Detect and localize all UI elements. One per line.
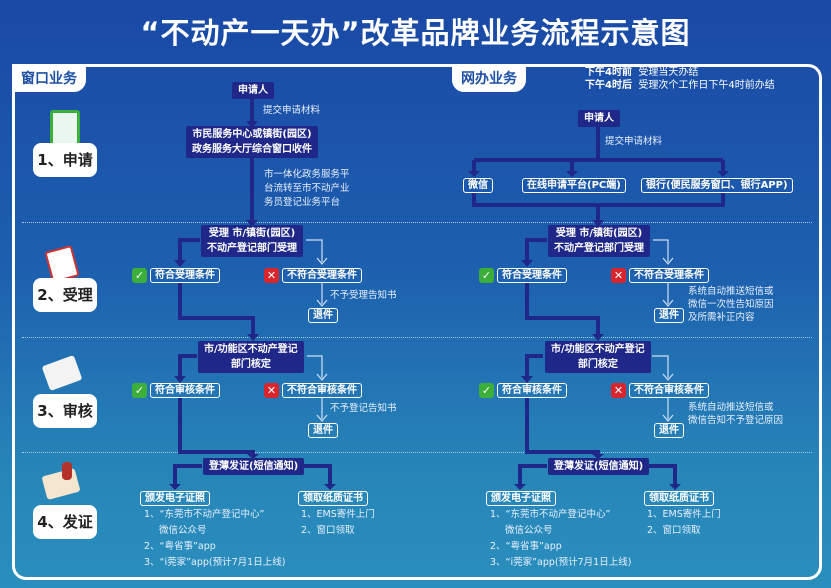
online-ecert-list: 1、“东莞市不动产登记中心” 微信公众号 2、“粤省事”app 3、“i莞家”app(… <box>490 507 631 571</box>
online-submit-label: 提交申请材料 <box>605 136 663 147</box>
divider <box>22 337 812 338</box>
line: 台流转至市不动产业 <box>264 183 350 194</box>
line: 务员登记业务平台 <box>264 197 341 208</box>
line: 及所需补正内容 <box>688 312 755 323</box>
window-paper-list: 1、EMS寄件上门 2、窗口领取 <box>301 507 375 539</box>
hours-before-text: 受理当天办结 <box>638 67 699 78</box>
channel-pc-platform: 在线申请平台(PC端) <box>522 178 626 193</box>
cross-icon: ✕ <box>264 383 279 398</box>
window-review-notice: 不予登记告知书 <box>330 403 397 414</box>
line: 市一体化政务服务平 <box>264 169 350 180</box>
line: 市/功能区不动产登记 <box>551 344 645 355</box>
window-review-box: 市/功能区不动产登记部门核定 <box>198 341 304 373</box>
hours-before-label: 下午4时前 <box>585 67 632 78</box>
tab-online-service: 网办业务 <box>452 64 526 92</box>
hours-after-text: 受理次个工作日下午4时前办结 <box>638 80 775 91</box>
list-item: 1、EMS寄件上门 <box>647 509 721 520</box>
window-ecert-list: 1、“东莞市不动产登记中心” 微信公众号 2、“粤省事”app 3、“i莞家”app(… <box>144 507 285 571</box>
window-accept-notice: 不予受理告知书 <box>330 290 397 301</box>
step-issue: 4、发证 <box>33 505 97 539</box>
list-item: 3、“i莞家”app(预计7月1日上线) <box>490 557 632 568</box>
online-issue-box: 登薄发证(短信通知) <box>548 458 650 475</box>
line: 不动产登记部门受理 <box>207 243 297 254</box>
online-accept-box: 受理 市/镇街(园区) 不动产登记部门受理 <box>548 225 650 257</box>
window-return-1: 退件 <box>308 308 338 323</box>
check-icon: ✓ <box>132 268 147 283</box>
window-service-center-box: 市民服务中心或镇街(园区) 政务服务大厅综合窗口收件 <box>186 126 318 158</box>
window-ecert: 颁发电子证照 <box>140 491 210 506</box>
online-review-box: 市/功能区不动产登记部门核定 <box>545 341 651 373</box>
line: 市/功能区不动产登记 <box>204 344 298 355</box>
online-return-1: 退件 <box>654 308 684 323</box>
line: 受理 市/镇街(园区) <box>208 228 296 239</box>
check-icon: ✓ <box>479 383 494 398</box>
line: 部门核定 <box>230 359 271 370</box>
divider <box>22 222 812 223</box>
step-apply: 1、申请 <box>33 143 97 177</box>
cross-icon: ✕ <box>611 268 626 283</box>
content-frame <box>12 64 822 580</box>
line: 受理 市/镇街(园区) <box>555 228 643 239</box>
hours-after-label: 下午4时后 <box>585 80 632 91</box>
window-paper: 领取纸质证书 <box>298 491 368 506</box>
list-item: 2、“粤省事”app <box>144 541 216 552</box>
online-return-2: 退件 <box>654 423 684 438</box>
line: 政务服务大厅综合窗口收件 <box>192 144 312 155</box>
window-return-2: 退件 <box>308 423 338 438</box>
line: 不动产登记部门受理 <box>554 243 644 254</box>
list-item: 2、窗口领取 <box>647 525 701 536</box>
online-accept-notice: 系统自动推送短信或微信一次性告知原因及所需补正内容 <box>688 285 774 324</box>
online-ecert: 颁发电子证照 <box>486 491 556 506</box>
line: 微信告知不予登记原因 <box>688 415 784 426</box>
window-review-no: 不符合审核条件 <box>282 383 362 398</box>
step-review: 3、审核 <box>33 394 97 428</box>
line: 系统自动推送短信或 <box>688 286 774 297</box>
window-submit-label: 提交申请材料 <box>263 105 321 116</box>
channel-wechat: 微信 <box>463 178 493 193</box>
online-applicant-box: 申请人 <box>578 110 620 127</box>
list-item: 1、“东莞市不动产登记中心” <box>144 509 265 520</box>
list-item: 1、“东莞市不动产登记中心” <box>490 509 611 520</box>
online-accept-ok: 符合受理条件 <box>497 268 567 283</box>
line: 市民服务中心或镇街(园区) <box>192 129 312 140</box>
check-icon: ✓ <box>479 268 494 283</box>
tab-window-service: 窗口业务 <box>12 64 86 92</box>
window-review-ok: 符合审核条件 <box>150 383 220 398</box>
window-applicant-box: 申请人 <box>232 82 274 99</box>
list-item: 1、EMS寄件上门 <box>301 509 375 520</box>
line: 部门核定 <box>577 359 618 370</box>
cross-icon: ✕ <box>611 383 626 398</box>
online-review-no: 不符合审核条件 <box>629 383 709 398</box>
cross-icon: ✕ <box>264 268 279 283</box>
window-accept-no: 不符合受理条件 <box>282 268 362 283</box>
list-item: 微信公众号 <box>159 525 207 536</box>
list-item: 3、“i莞家”app(预计7月1日上线) <box>144 557 286 568</box>
online-paper: 领取纸质证书 <box>644 491 714 506</box>
stamp-handle-icon <box>62 462 72 480</box>
window-transfer-note: 市一体化政务服务平台流转至市不动产业务员登记业务平台 <box>264 168 350 210</box>
online-review-notice: 系统自动推送短信或微信告知不予登记原因 <box>688 401 783 427</box>
list-item: 2、窗口领取 <box>301 525 355 536</box>
window-accept-box: 受理 市/镇街(园区) 不动产登记部门受理 <box>201 225 303 257</box>
list-item: 微信公众号 <box>505 525 553 536</box>
list-item: 2、“粤省事”app <box>490 541 562 552</box>
online-review-ok: 符合审核条件 <box>497 383 567 398</box>
page-title: “不动产一天办”改革品牌业务流程示意图 <box>140 16 691 50</box>
clipboard-icon <box>50 110 80 146</box>
online-accept-no: 不符合受理条件 <box>629 268 709 283</box>
online-paper-list: 1、EMS寄件上门 2、窗口领取 <box>647 507 721 539</box>
window-accept-ok: 符合受理条件 <box>150 268 220 283</box>
channel-bank: 银行(便民服务窗口、银行APP) <box>641 178 793 193</box>
step-accept: 2、受理 <box>33 278 97 312</box>
hours-note: 下午4时前 受理当天办结 下午4时后 受理次个工作日下午4时前办结 <box>585 66 775 92</box>
check-icon: ✓ <box>132 383 147 398</box>
line: 微信一次性告知原因 <box>688 299 774 310</box>
window-issue-box: 登薄发证(短信通知) <box>203 458 305 475</box>
divider <box>22 452 812 453</box>
line: 系统自动推送短信或 <box>688 402 774 413</box>
